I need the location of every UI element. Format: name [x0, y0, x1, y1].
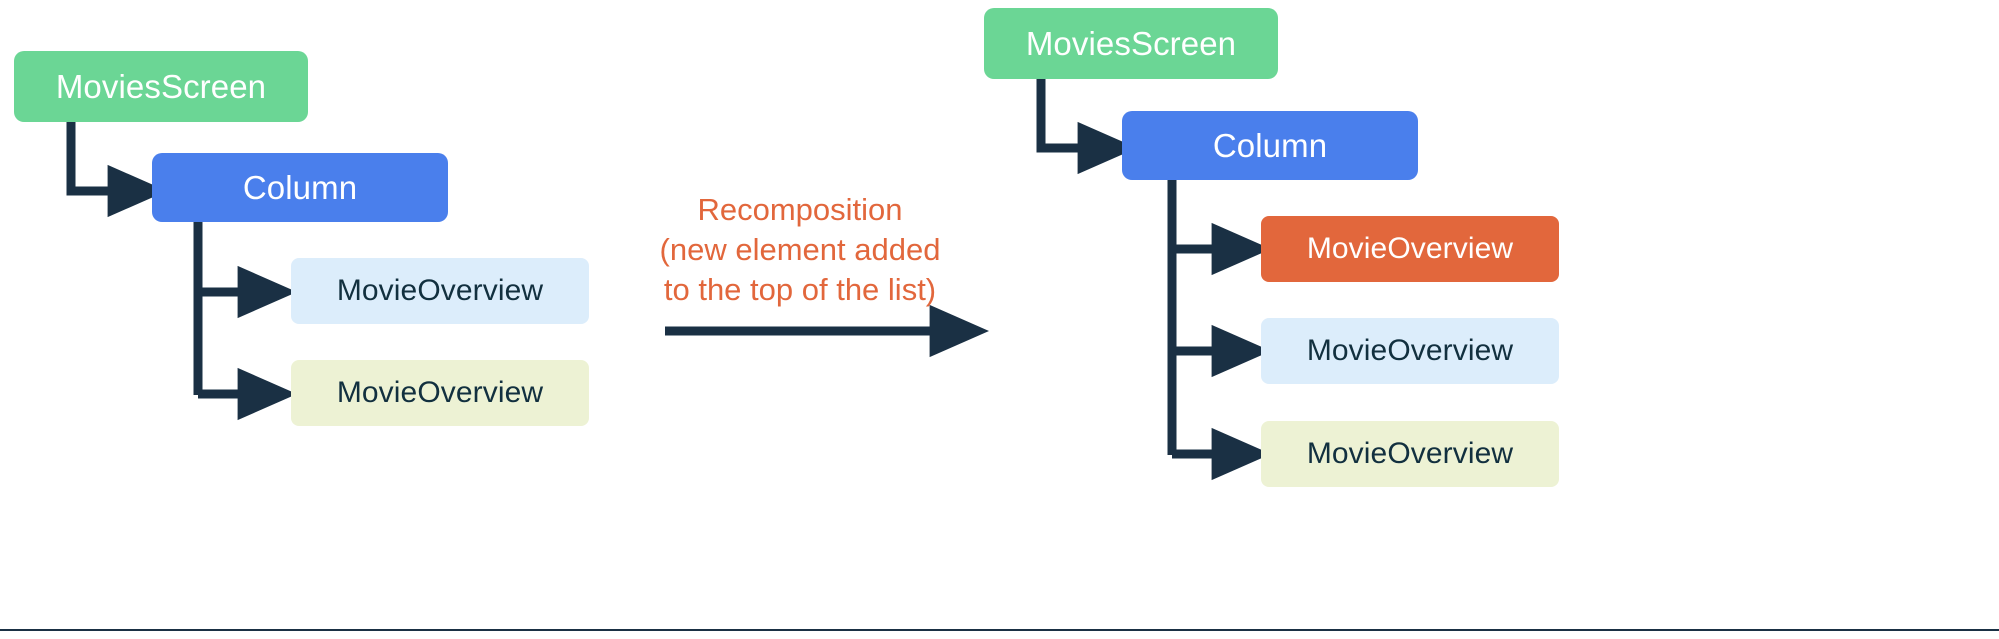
- recomposition-caption-line-2: (new element added: [659, 232, 941, 267]
- wire-right-screen-to-column: [1036, 79, 1137, 175]
- wire-right-column-trunk: [1167, 180, 1271, 481]
- before-movieoverview-node-1[interactable]: MovieOverview: [291, 258, 589, 324]
- recomposition-caption: Recomposition (new element added to the …: [628, 190, 972, 310]
- bottom-divider: [0, 629, 1999, 631]
- after-movieoverview-node-1[interactable]: MovieOverview: [1261, 216, 1559, 282]
- after-column-label: Column: [1212, 126, 1328, 164]
- before-movieoverview-node-2[interactable]: MovieOverview: [291, 360, 589, 426]
- after-movieoverview-node-3[interactable]: MovieOverview: [1261, 421, 1559, 487]
- after-movieoverview-node-2[interactable]: MovieOverview: [1261, 318, 1559, 384]
- after-movieoverview-label-2: MovieOverview: [1306, 334, 1514, 367]
- before-column-node[interactable]: Column: [152, 153, 448, 222]
- after-movieoverview-label-3: MovieOverview: [1306, 437, 1514, 470]
- wire-left-screen-to-column: [66, 122, 167, 218]
- before-movieoverview-label-1: MovieOverview: [336, 274, 544, 307]
- recomposition-caption-line-3: to the top of the list): [663, 272, 937, 307]
- after-moviesscreen-label: MoviesScreen: [1025, 24, 1237, 62]
- before-movieoverview-label-2: MovieOverview: [336, 376, 544, 409]
- before-column-label: Column: [242, 168, 358, 206]
- recomposition-caption-line-1: Recomposition: [697, 192, 903, 227]
- before-moviesscreen-label: MoviesScreen: [55, 67, 267, 105]
- after-movieoverview-label-1: MovieOverview: [1306, 232, 1514, 265]
- before-moviesscreen-node[interactable]: MoviesScreen: [14, 51, 308, 122]
- after-moviesscreen-node[interactable]: MoviesScreen: [984, 8, 1278, 79]
- after-column-node[interactable]: Column: [1122, 111, 1418, 180]
- wire-left-column-trunk: [193, 222, 297, 421]
